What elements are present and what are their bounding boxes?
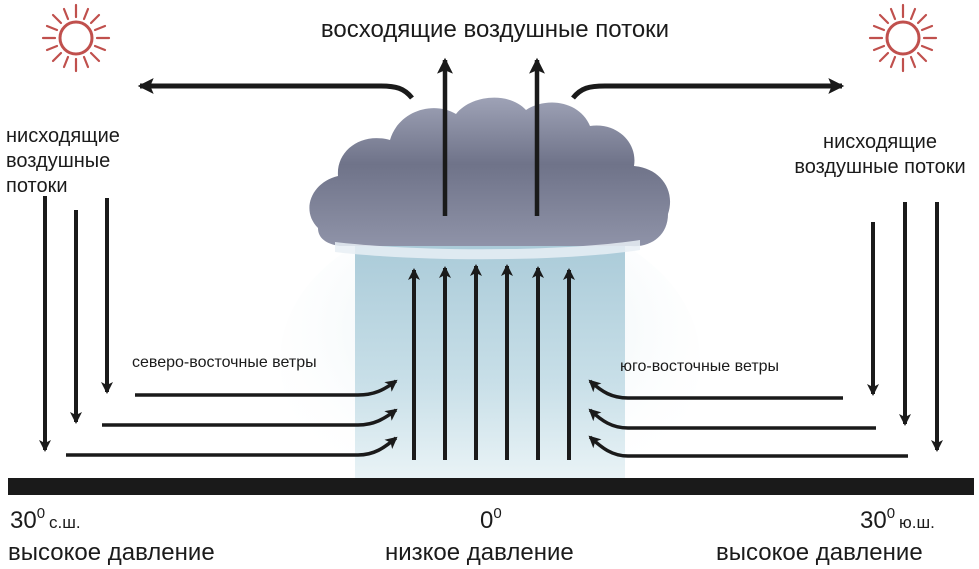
ascending-air-label: восходящие воздушные потоки	[320, 16, 670, 43]
latitude-value: 30	[10, 507, 37, 534]
latitude-value: 30	[860, 507, 887, 534]
sun-right-icon	[868, 3, 938, 73]
storm-cloud	[309, 97, 671, 260]
northeast-winds-label: северо-восточные ветры	[132, 354, 317, 371]
southeast-winds-label: юго-восточные ветры	[620, 358, 780, 375]
degree-sign: 0	[886, 505, 896, 522]
pressure-label-center: низкое давление	[385, 539, 574, 566]
degree-sign: 0	[36, 505, 46, 522]
trade-wind-arrows-left	[66, 379, 398, 457]
trade-wind-arrows-right	[588, 379, 908, 458]
outflow-arrow-left	[137, 78, 414, 100]
descending-air-label-right: нисходящие воздушные потоки	[794, 131, 966, 178]
downdraft-arrows-left	[39, 196, 113, 452]
latitude-value: 0	[480, 507, 494, 534]
outflow-arrow-right	[571, 78, 845, 100]
pressure-label-left: высокое давление	[8, 539, 215, 566]
hemisphere-label: ю.ш.	[899, 513, 935, 532]
rising-air-column	[280, 210, 700, 510]
descending-air-label-left: нисходящие воздушные потоки	[6, 125, 120, 197]
latitude-label-center: 00	[480, 505, 502, 535]
trade-wind-arrow	[66, 436, 398, 457]
trade-wind-arrow	[135, 379, 398, 397]
trade-wind-arrow	[588, 435, 908, 458]
trade-wind-arrow	[588, 379, 843, 400]
degree-sign: 0	[493, 505, 502, 522]
ground-line	[8, 478, 974, 495]
pressure-label-right: высокое давление	[716, 539, 923, 566]
trade-wind-arrow	[588, 408, 876, 430]
trade-wind-arrow	[102, 408, 398, 427]
ground-updraft-arrows	[408, 264, 575, 460]
downdraft-arrows-right	[867, 202, 943, 452]
hemisphere-label: с.ш.	[49, 513, 81, 532]
cloud-updraft-arrows	[437, 57, 545, 216]
sun-left-icon	[41, 3, 111, 73]
